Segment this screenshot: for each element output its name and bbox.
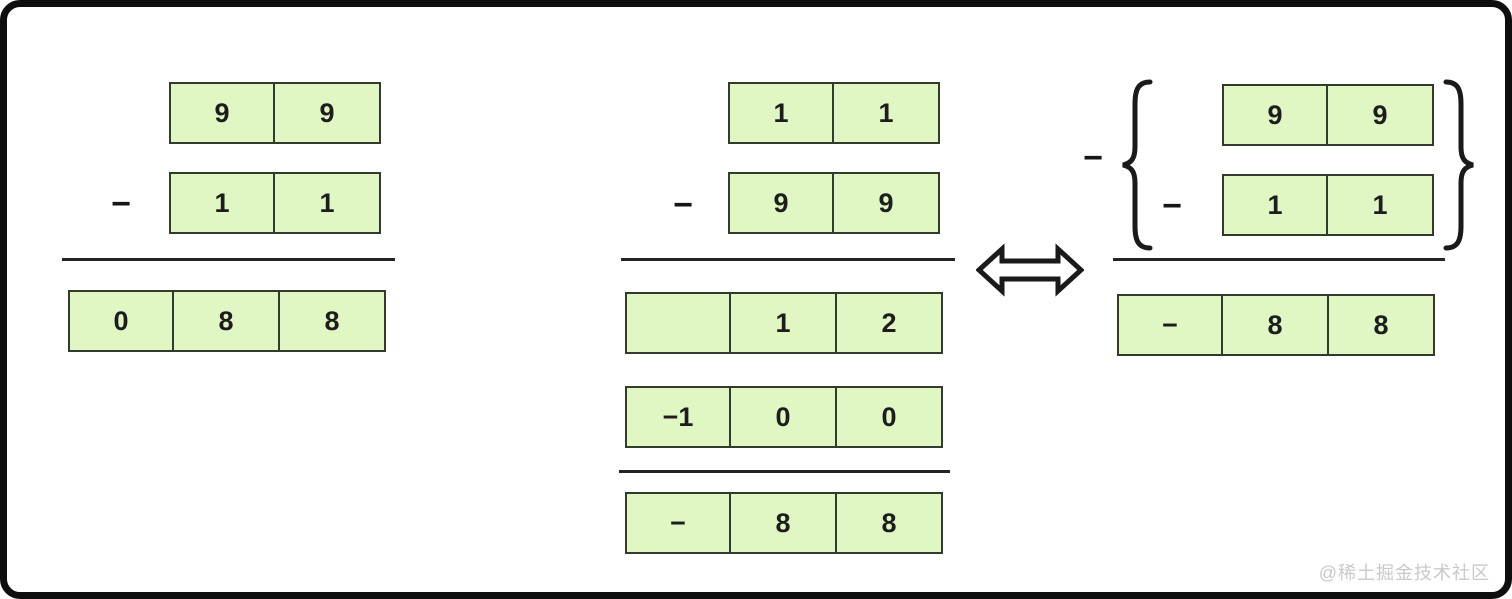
digit-cell: 8 <box>837 492 943 554</box>
digit-cell: 2 <box>837 292 943 354</box>
digit-cell: 1 <box>169 172 275 234</box>
right-minuend-row: 9 9 <box>1222 84 1434 146</box>
digit-cell: 1 <box>728 82 834 144</box>
left-subtrahend-row: 1 1 <box>169 172 381 234</box>
digit-cell: 1 <box>834 82 940 144</box>
right-subtrahend-row: 1 1 <box>1222 174 1434 236</box>
left-result-row: 0 8 8 <box>68 290 386 352</box>
minus-operator: − <box>111 184 131 223</box>
left-minuend-row: 9 9 <box>169 82 381 144</box>
digit-cell: − <box>625 492 731 554</box>
right-result-row: − 8 8 <box>1117 294 1435 356</box>
minus-operator: − <box>1162 186 1182 225</box>
minus-operator: − <box>1083 138 1103 177</box>
digit-cell: 1 <box>731 292 837 354</box>
digit-cell: 8 <box>1329 294 1435 356</box>
watermark-text: @稀土掘金技术社区 <box>1318 563 1490 583</box>
digit-cell: 9 <box>834 172 940 234</box>
middle-result-row: − 8 8 <box>625 492 943 554</box>
equivalence-arrow-icon <box>975 242 1085 303</box>
digit-cell: 8 <box>1223 294 1329 356</box>
digit-cell: 1 <box>275 172 381 234</box>
digit-cell: 9 <box>1328 84 1434 146</box>
digit-cell: 9 <box>169 82 275 144</box>
subtraction-line <box>621 258 955 261</box>
subtraction-line <box>1113 258 1445 261</box>
subtraction-line <box>62 258 395 261</box>
digit-cell: 9 <box>275 82 381 144</box>
subtraction-line <box>619 470 950 473</box>
digit-cell: 0 <box>68 290 174 352</box>
digit-cell: 0 <box>731 386 837 448</box>
middle-partial-row: 1 2 <box>625 292 943 354</box>
right-brace-icon <box>1440 78 1478 257</box>
middle-minuend-row: 1 1 <box>728 82 940 144</box>
digit-cell: 9 <box>1222 84 1328 146</box>
digit-cell: 8 <box>731 492 837 554</box>
digit-cell: 1 <box>1328 174 1434 236</box>
left-brace-icon <box>1118 78 1156 257</box>
digit-cell <box>625 292 731 354</box>
middle-subtrahend-row: 9 9 <box>728 172 940 234</box>
digit-cell: 8 <box>174 290 280 352</box>
digit-cell: −1 <box>625 386 731 448</box>
digit-cell: 9 <box>728 172 834 234</box>
minus-operator: − <box>673 185 693 224</box>
digit-cell: 8 <box>280 290 386 352</box>
digit-cell: 0 <box>837 386 943 448</box>
digit-cell: − <box>1117 294 1223 356</box>
digit-cell: 1 <box>1222 174 1328 236</box>
middle-borrow-row: −1 0 0 <box>625 386 943 448</box>
